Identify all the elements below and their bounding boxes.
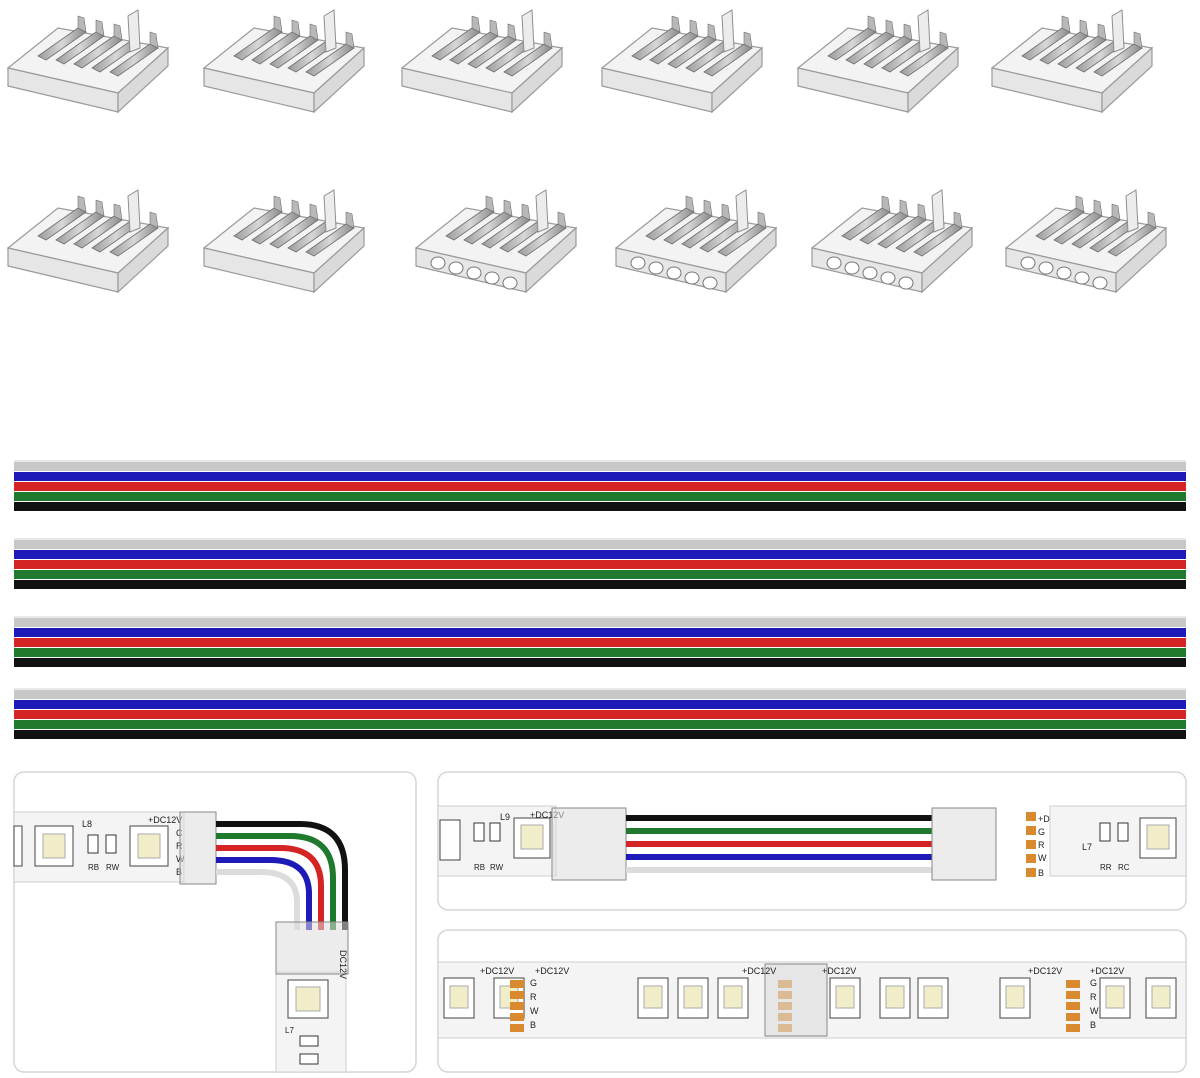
label-b: B [176,867,182,877]
clip-connector [179,811,217,885]
label-w-right: W [1038,853,1047,863]
clip-connector-product [202,189,366,294]
label-dc12v-d: +DC12V [822,966,856,976]
connector-grid [6,9,1168,294]
ribbon-cable [14,460,1186,511]
label-g-a: G [530,978,537,988]
label-rr: RR [1100,863,1112,872]
clip-connector-product [414,189,578,294]
label-dc12v: +DC12V [148,815,182,825]
ribbon-cable [14,688,1186,739]
label-r-a: R [530,992,537,1002]
label-r-right: R [1038,840,1045,850]
copper-pads [1026,812,1036,877]
label-dc12v-b: +DC12V [535,966,569,976]
clip-connector-product [202,9,366,114]
label-dc12v-vertical: DC12V [338,950,348,979]
extension-wires [626,815,932,873]
label-rb-ext: RB [474,863,485,872]
panel-extension: L9 +DC12V RB RW +DC12V G R W B L7 RR RC [437,771,1187,911]
clip-connector-left [551,807,627,881]
clip-connector-vertical [275,921,349,975]
label-rw-ext: RW [490,863,504,872]
strip-chips [443,977,1177,1032]
l-wires [216,821,348,930]
label-b-a: B [530,1020,536,1030]
clip-connector-product [796,9,960,114]
clip-connector-product [990,9,1154,114]
panel-straight-join: +DC12V +DC12V +DC12V +DC12V +DC12V +DC12… [437,929,1187,1073]
clip-connector-product [1004,189,1168,294]
label-dc12v-e: +DC12V [1028,966,1062,976]
label-r-b: R [1090,992,1097,1002]
label-l7: L7 [1082,842,1092,852]
label-rb: RB [88,863,99,872]
ribbon-cable [14,616,1186,667]
label-w-a: W [530,1006,539,1016]
label-g: G [1038,827,1045,837]
label-dc12v-ext: +DC12V [530,810,564,820]
clip-connector-product [400,9,564,114]
clip-connector-product [810,189,974,294]
label-b-right: B [1038,868,1044,878]
label-dc12v-c: +DC12V [742,966,776,976]
clip-connector-center [764,963,828,1037]
clip-connector-right [931,807,997,881]
label-g-b: G [1090,978,1097,988]
clip-connector-product [614,189,778,294]
cable-group [14,460,1186,739]
ribbon-cable [14,538,1186,589]
label-b-b: B [1090,1020,1096,1030]
clip-connector-product [600,9,764,114]
label-dc12v-f: +DC12V [1090,966,1124,976]
label-l8: L8 [82,819,92,829]
label-w-b: W [1090,1006,1099,1016]
panel-l-connection: L8 RB RW +DC12V C R W B DC12V L7 [13,771,417,1073]
label-l7-vertical: L7 [285,1026,294,1035]
clip-connector-product [6,9,170,114]
label-l9: L9 [500,812,510,822]
clip-connector-product [6,189,170,294]
label-rc: RC [1118,863,1130,872]
label-dc12v-a: +DC12V [480,966,514,976]
label-rw: RW [106,863,120,872]
